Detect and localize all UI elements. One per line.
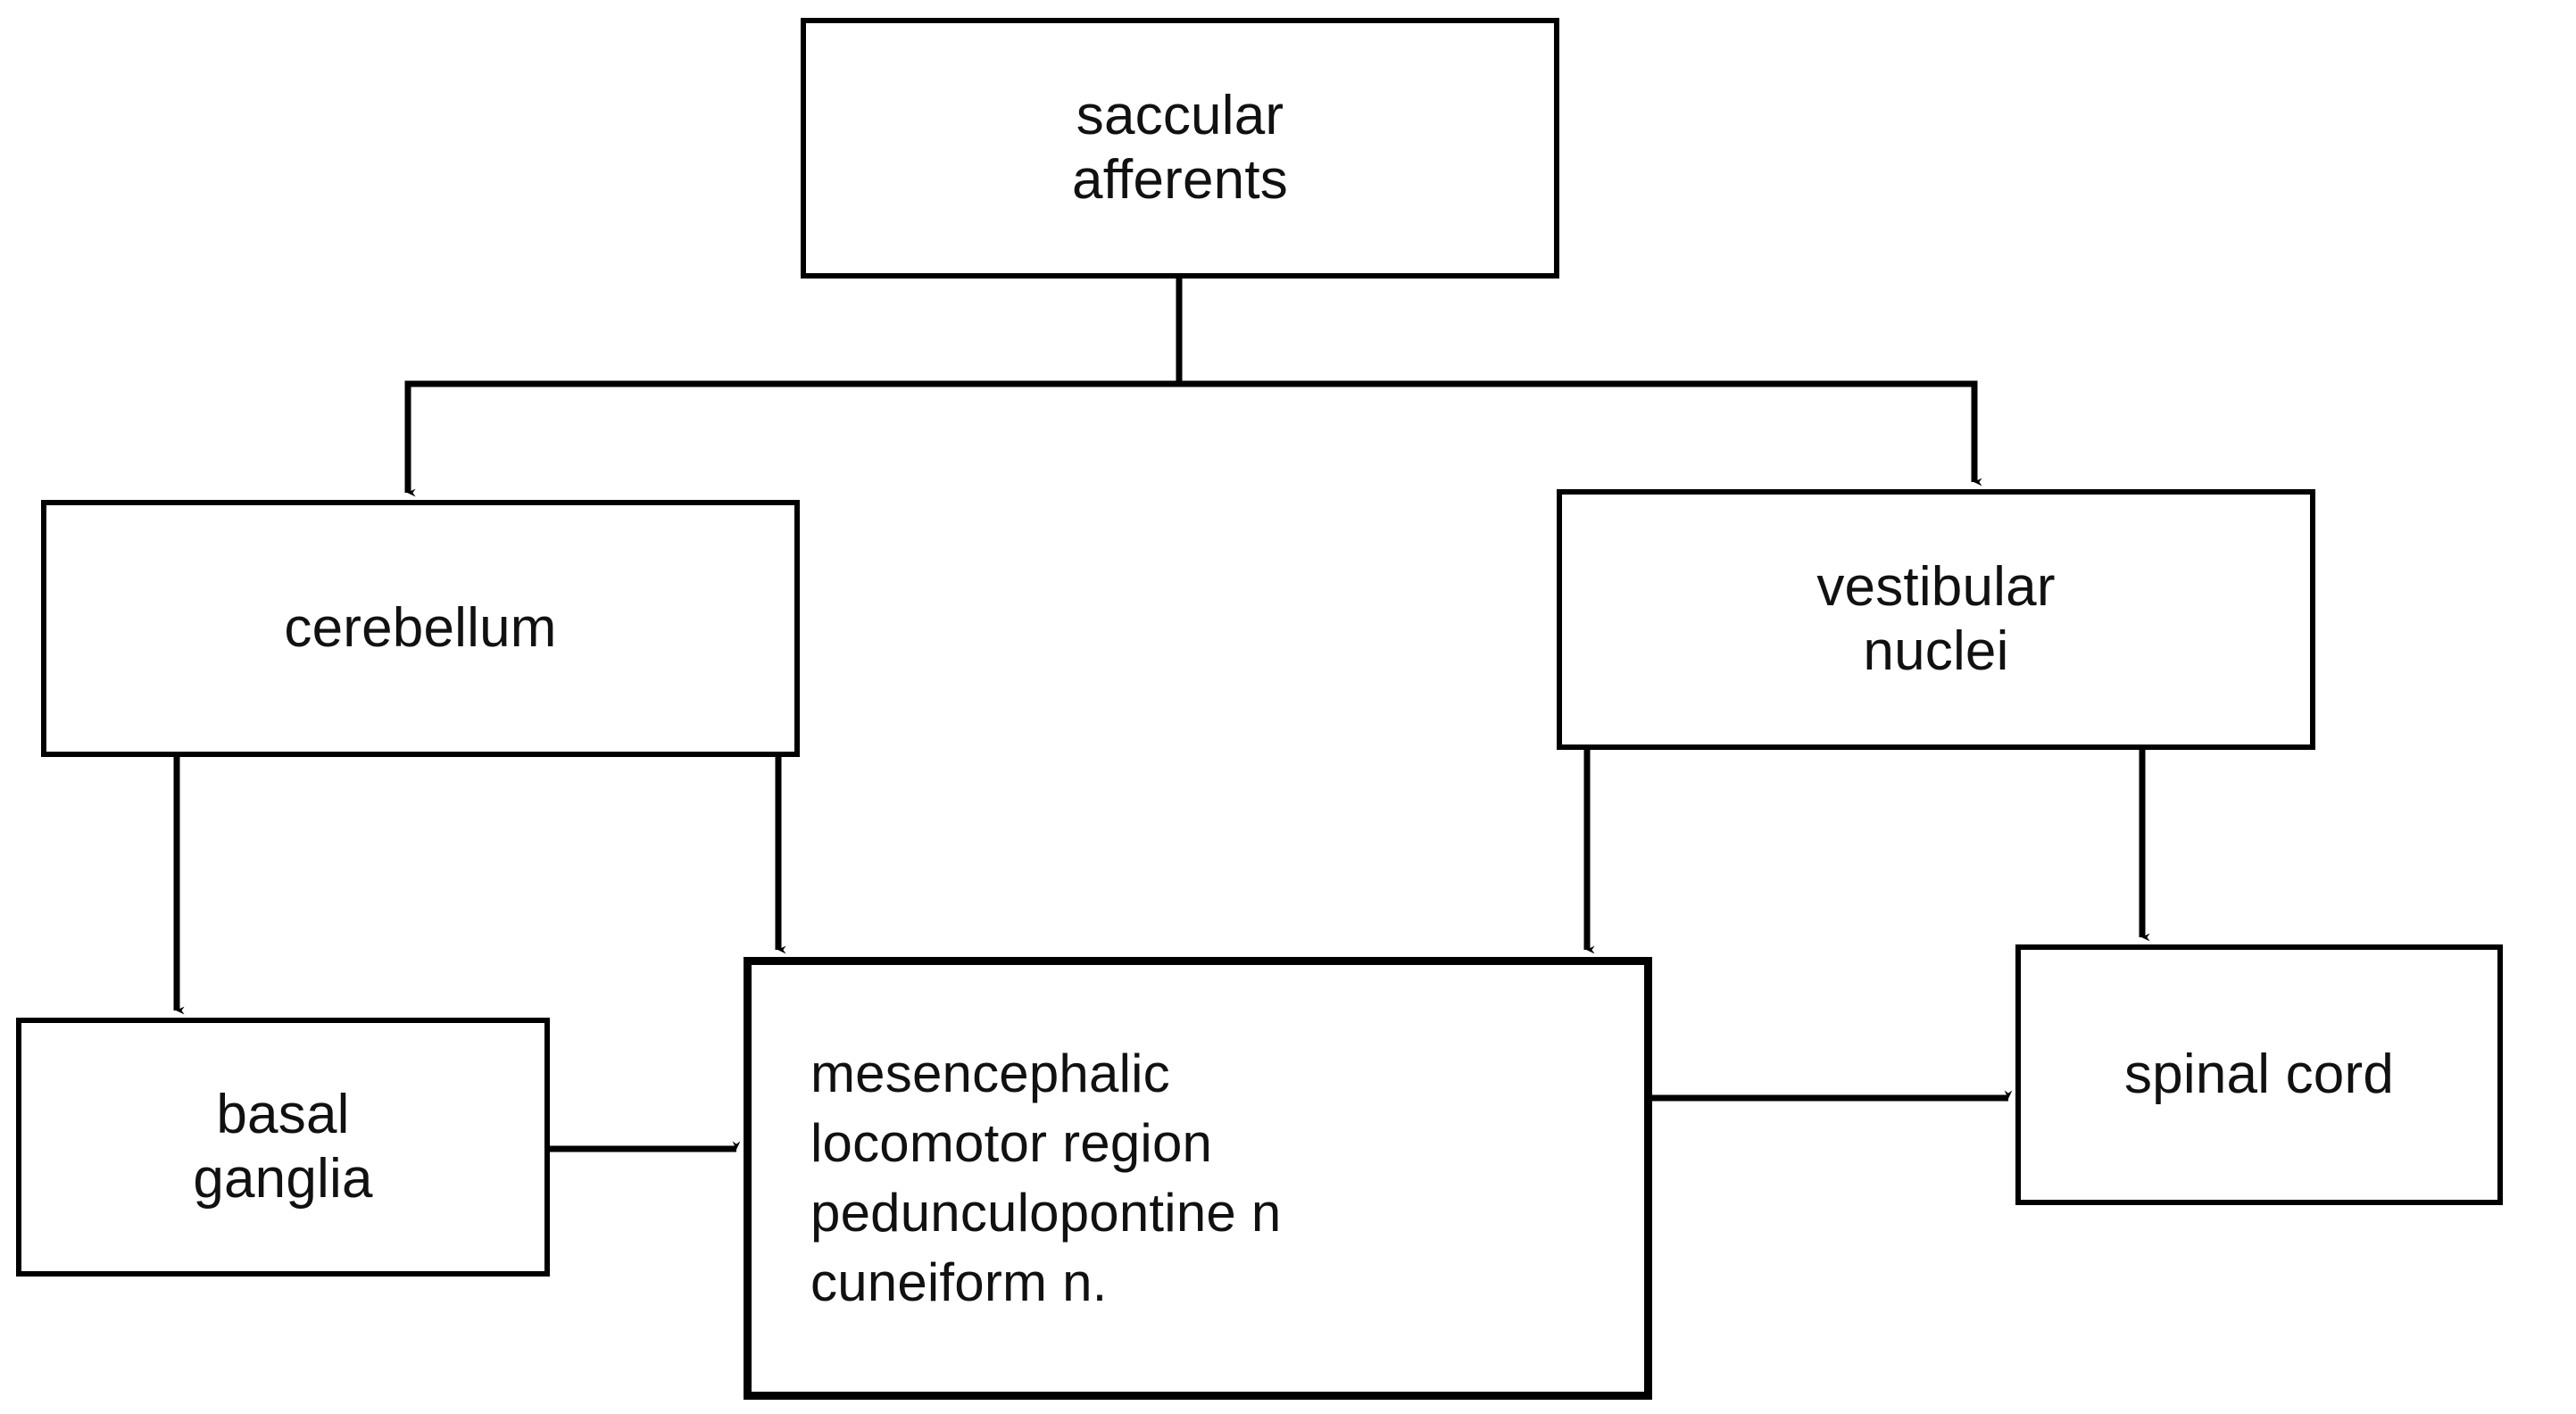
edge-saccular-cerebellum bbox=[404, 279, 1183, 497]
node-mesencephalic-locomotor-region[interactable]: mesencephalic locomotor region pedunculo… bbox=[744, 957, 1652, 1400]
node-vestibular-nuclei[interactable]: vestibular nuclei bbox=[1557, 489, 2315, 750]
node-cerebellum-label: cerebellum bbox=[284, 597, 557, 660]
edge-saccular-vestibular bbox=[1176, 279, 1982, 487]
node-basal-ganglia[interactable]: basal ganglia bbox=[16, 1018, 550, 1277]
node-saccular-afferents-label: saccular afferents bbox=[1072, 85, 1288, 211]
node-cerebellum[interactable]: cerebellum bbox=[41, 500, 800, 757]
node-basal-ganglia-label: basal ganglia bbox=[193, 1084, 373, 1210]
node-vestibular-nuclei-label: vestibular nuclei bbox=[1816, 556, 2056, 682]
node-spinal-cord-label: spinal cord bbox=[2123, 1044, 2395, 1106]
node-mesencephalic-locomotor-region-label: mesencephalic locomotor region pedunculo… bbox=[810, 1044, 1282, 1312]
node-spinal-cord[interactable]: spinal cord bbox=[2015, 944, 2503, 1205]
node-saccular-afferents[interactable]: saccular afferents bbox=[801, 18, 1559, 279]
